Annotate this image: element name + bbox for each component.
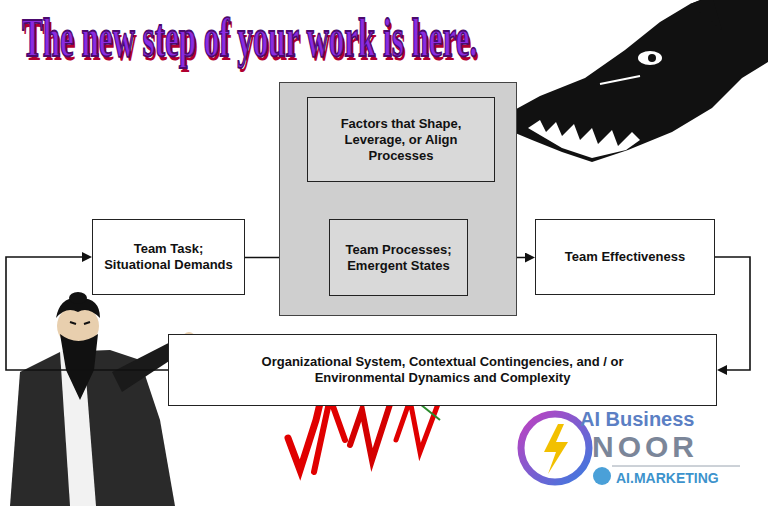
wolf-head bbox=[500, 0, 768, 162]
wolf-head bbox=[638, 51, 662, 65]
box-label: Team Processes; Emergent States bbox=[338, 242, 459, 274]
logo-text: AI.MARKETING bbox=[616, 470, 719, 486]
logo-mark bbox=[593, 467, 611, 485]
red-scribble bbox=[288, 395, 440, 472]
wolf-head bbox=[690, 0, 722, 30]
wolf-head bbox=[528, 120, 640, 158]
connector-arrow bbox=[715, 257, 750, 370]
logo-mark bbox=[544, 424, 568, 474]
box-label: Team Task; Situational Demands bbox=[101, 241, 236, 273]
warrior-figure bbox=[60, 334, 98, 400]
box-label: Organizational System, Contextual Contin… bbox=[243, 354, 643, 386]
process-box: Factors that Shape, Leverage, or Align P… bbox=[307, 97, 495, 182]
wolf-head bbox=[648, 54, 656, 62]
logo-mark bbox=[612, 466, 740, 467]
process-box: Team Processes; Emergent States bbox=[329, 219, 468, 296]
logo-text: AI Business bbox=[580, 408, 694, 431]
box-label: Factors that Shape, Leverage, or Align P… bbox=[316, 116, 486, 164]
logo-text: NOOR bbox=[592, 430, 698, 464]
title-text: The new step of your work is here. bbox=[22, 6, 477, 71]
red-scribble bbox=[396, 400, 438, 452]
process-box: Team Effectiveness bbox=[535, 219, 715, 295]
warrior-figure bbox=[69, 292, 87, 304]
process-box: Team Task; Situational Demands bbox=[92, 219, 245, 295]
red-scribble bbox=[350, 398, 392, 460]
wolf-head bbox=[497, 0, 768, 162]
group-panel: Factors that Shape, Leverage, or Align P… bbox=[279, 82, 517, 316]
warrior-figure bbox=[70, 322, 90, 324]
box-label: Team Effectiveness bbox=[565, 249, 685, 265]
wolf-head bbox=[600, 76, 640, 84]
red-scribble bbox=[314, 398, 345, 472]
logo-mark bbox=[521, 414, 589, 482]
context-box: Organizational System, Contextual Contin… bbox=[168, 334, 717, 406]
